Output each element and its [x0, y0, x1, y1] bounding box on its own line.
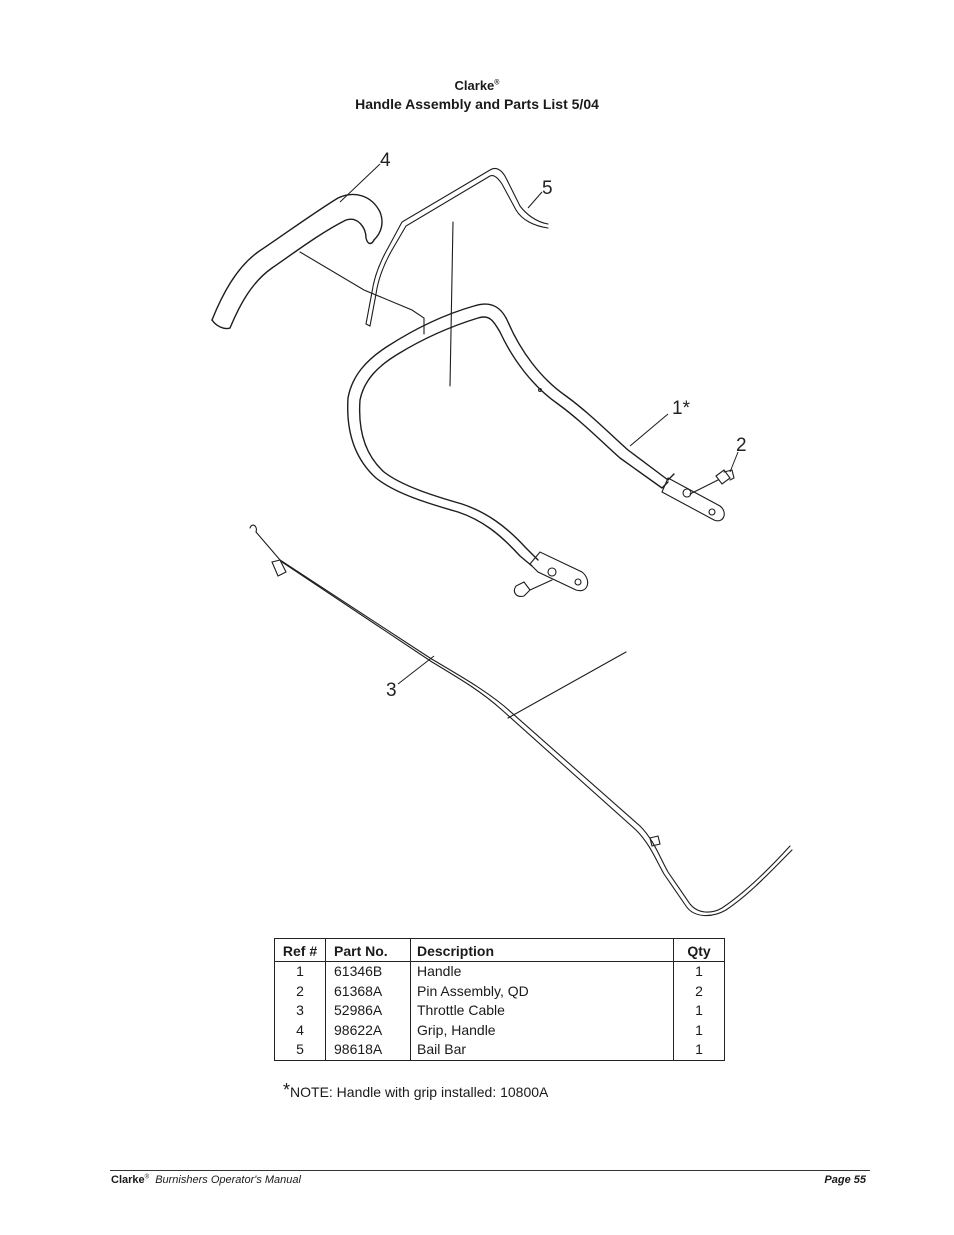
col-ref: Ref # — [274, 938, 326, 962]
table-row: 4 98622A Grip, Handle 1 — [275, 1020, 725, 1040]
footer-registered-mark: ® — [144, 1174, 150, 1181]
callout-4: 4 — [380, 150, 391, 171]
note-asterisk: * — [283, 1080, 291, 1100]
footer-brand: Clarke — [111, 1174, 145, 1186]
table-row: 3 52986A Throttle Cable 1 — [275, 1001, 725, 1021]
cell-part-no: 98618A — [325, 1040, 411, 1060]
col-description: Description — [410, 938, 674, 962]
cell-description: Bail Bar — [410, 1040, 674, 1060]
footer-divider — [110, 1170, 870, 1171]
cell-part-no: 98622A — [325, 1020, 411, 1040]
cell-qty: 2 — [673, 981, 725, 1001]
callout-3: 3 — [386, 680, 397, 701]
footer-manual-title: Clarke® Burnishers Operator's Manual — [111, 1174, 301, 1186]
table-row: 5 98618A Bail Bar 1 — [275, 1040, 725, 1060]
main-handle-part — [347, 303, 725, 592]
cell-qty: 1 — [673, 961, 725, 982]
cell-description: Grip, Handle — [410, 1020, 674, 1040]
cell-ref: 1 — [296, 963, 304, 979]
cell-ref: 4 — [296, 1021, 304, 1038]
callout-2: 2 — [736, 435, 747, 456]
throttle-cable-part — [249, 524, 793, 917]
cell-qty: 1 — [673, 1020, 725, 1040]
table-row: 1 61346B Handle 1 — [275, 961, 725, 982]
assembly-note: *NOTE: Handle with grip installed: 10800… — [283, 1080, 548, 1101]
registered-mark: ® — [494, 79, 500, 87]
leader-4 — [339, 163, 381, 203]
cell-description: Throttle Cable — [410, 1001, 674, 1021]
page-title: Handle Assembly and Parts List 5/04 — [355, 96, 599, 112]
cell-part-no: 52986A — [325, 1001, 411, 1021]
leader-2 — [729, 451, 739, 473]
bail-bar-part — [365, 167, 549, 387]
header-brand: Clarke® — [0, 78, 954, 93]
col-qty: Qty — [673, 938, 725, 962]
handle-assembly-diagram: 4 5 1* 2 3 — [211, 150, 793, 917]
leader-1 — [629, 413, 669, 447]
cell-part-no: 61368A — [325, 981, 411, 1001]
brand-name: Clarke — [454, 78, 495, 93]
cell-qty: 1 — [673, 1040, 725, 1060]
cell-qty: 1 — [673, 1001, 725, 1021]
cell-ref: 5 — [296, 1041, 304, 1057]
leader-5 — [527, 191, 543, 209]
pin-assembly-part — [513, 469, 735, 597]
note-text: NOTE: Handle with grip installed: 10800A — [290, 1084, 549, 1100]
cell-part-no: 61346B — [325, 961, 411, 982]
cell-description: Pin Assembly, QD — [410, 981, 674, 1001]
table-row: 2 61368A Pin Assembly, QD 2 — [275, 981, 725, 1001]
cell-ref: 3 — [296, 1002, 304, 1018]
footer-manual-name: Burnishers Operator's Manual — [155, 1174, 301, 1186]
callout-1: 1* — [672, 398, 691, 419]
cell-ref: 2 — [296, 982, 304, 999]
parts-table-header-row: Ref # Part No. Description Qty — [274, 938, 725, 962]
cell-description: Handle — [410, 961, 674, 982]
col-part-no: Part No. — [325, 938, 411, 962]
callout-5: 5 — [542, 178, 553, 199]
leader-3 — [397, 655, 435, 685]
page-number: Page 55 — [824, 1174, 866, 1186]
grip-handle-part — [211, 193, 425, 335]
parts-table: Ref # Part No. Description Qty 1 61346B … — [274, 938, 725, 1061]
